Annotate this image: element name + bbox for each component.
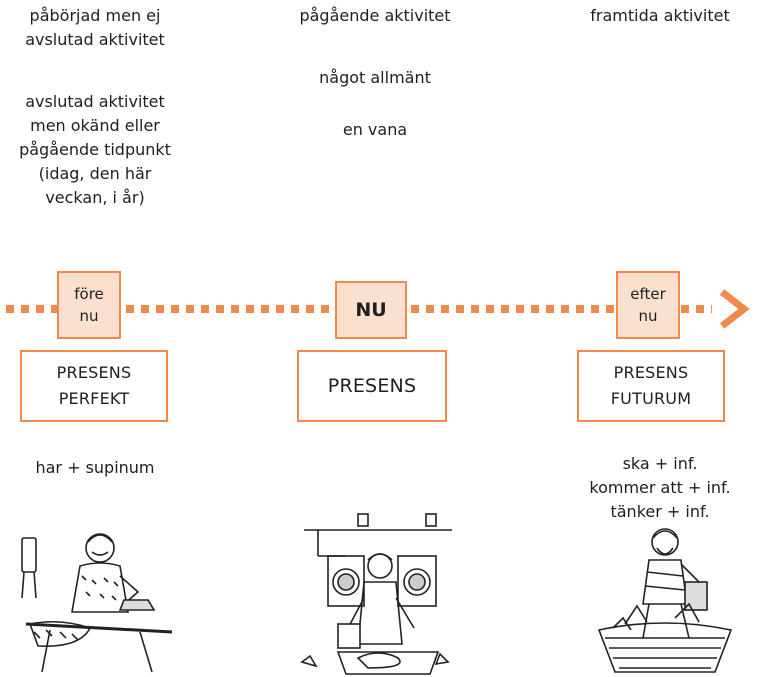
tense-futurum-line-1: PRESENS (613, 363, 689, 382)
person-carrying-laundry-illustration (597, 528, 733, 673)
tense-presens-futurum: PRESENS FUTURUM (577, 350, 725, 422)
left-second-text: avslutad aktivitet men okänd eller pågåe… (0, 90, 190, 210)
formula-right-line-1: ska + inf. (622, 454, 698, 473)
formula-left: har + supinum (35, 458, 155, 477)
marker-efter-nu: efter nu (616, 271, 680, 339)
marker-fore-line-1: före (74, 285, 104, 303)
person-washing-dishes-illustration (300, 513, 452, 675)
mid-text-3: en vana (342, 120, 408, 139)
formula-right-line-2: kommer att + inf. (589, 478, 731, 497)
left-second-line-5: veckan, i år) (45, 188, 145, 207)
left-second-line-2: men okänd eller (30, 116, 160, 135)
right-text-1: framtida aktivitet (590, 6, 730, 25)
left-top-line-2: avslutad aktivitet (25, 30, 165, 49)
person-ironing-illustration (21, 533, 173, 673)
tense-futurum-line-2: FUTURUM (610, 389, 692, 408)
mid-text-2: något allmänt (319, 68, 431, 87)
formula-right-line-3: tänker + inf. (610, 502, 710, 521)
marker-nu: NU (335, 281, 407, 339)
left-second-line-1: avslutad aktivitet (25, 92, 165, 111)
tense-presens: PRESENS (297, 350, 447, 422)
tense-perfekt-line-1: PRESENS (56, 363, 132, 382)
arrow-head-icon (719, 289, 750, 329)
left-top-line-1: påbörjad men ej (29, 6, 161, 25)
tense-presens-perfekt: PRESENS PERFEKT (20, 350, 168, 422)
marker-efter-line-2: nu (638, 307, 658, 325)
mid-text-1: pågående aktivitet (299, 6, 451, 25)
formula-right: ska + inf. kommer att + inf. tänker + in… (560, 452, 760, 524)
left-second-line-3: pågående tidpunkt (19, 140, 171, 159)
left-second-line-4: (idag, den här (38, 164, 152, 183)
marker-fore-nu: före nu (57, 271, 121, 339)
marker-efter-line-1: efter (630, 285, 666, 303)
tense-perfekt-line-2: PERFEKT (58, 389, 130, 408)
marker-fore-line-2: nu (79, 307, 99, 325)
left-top-text: påbörjad men ej avslutad aktivitet (0, 4, 190, 52)
